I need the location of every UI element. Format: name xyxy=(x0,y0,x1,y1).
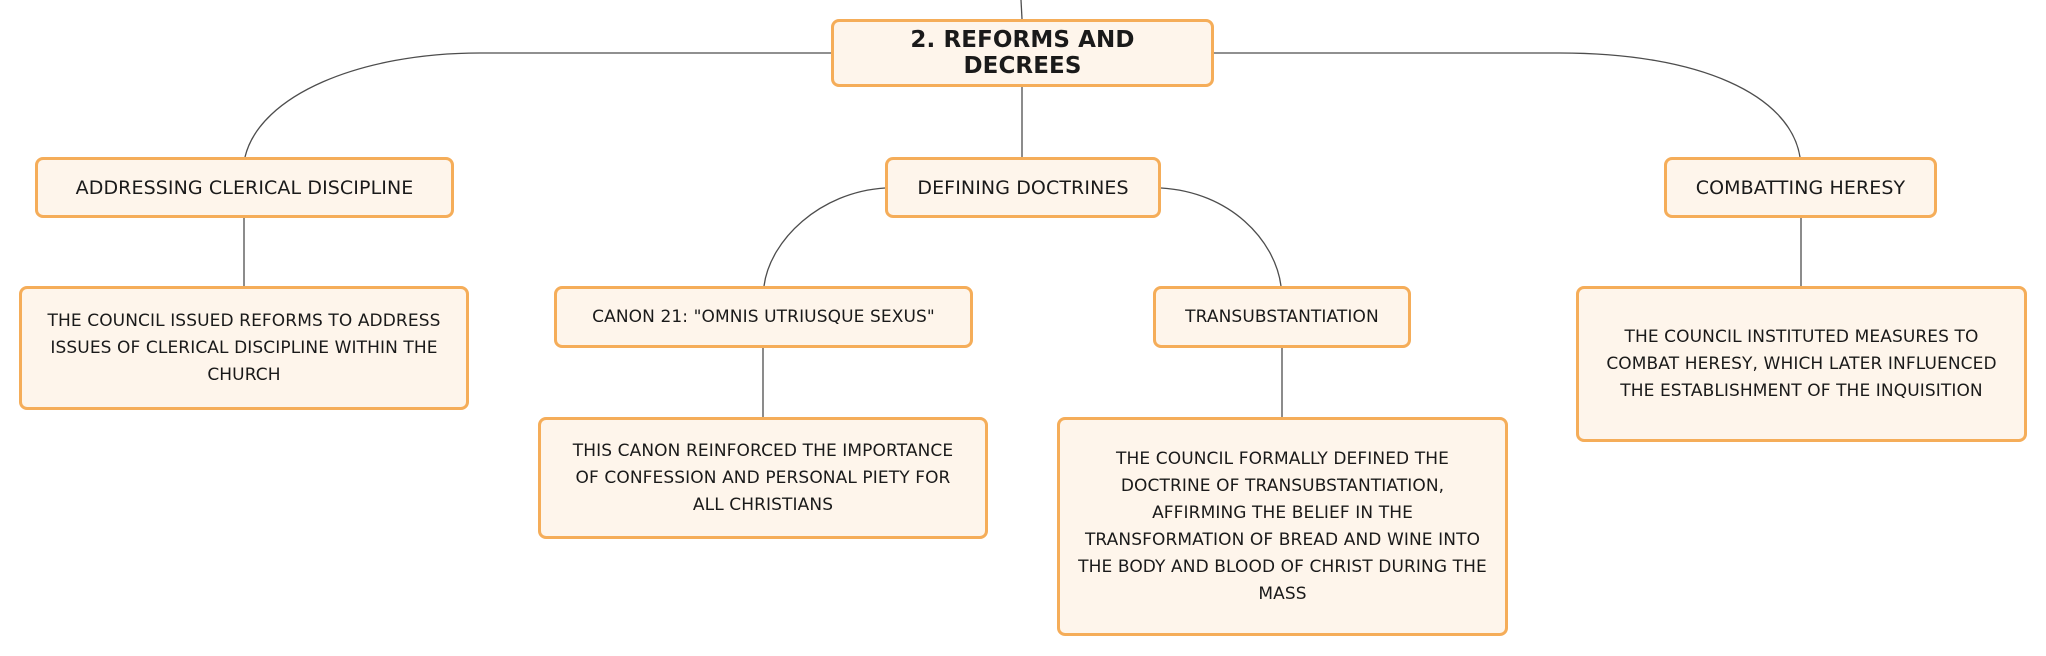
connector-parent-to-root xyxy=(1020,0,1023,20)
topic-label: ADDRESSING CLERICAL DISCIPLINE xyxy=(75,176,414,199)
detail-text: THE COUNCIL FORMALLY DEFINED THE DOCTRIN… xyxy=(1078,448,1487,604)
subtopic-label: TRANSUBSTANTIATION xyxy=(1185,307,1379,327)
topic-label: DEFINING DOCTRINES xyxy=(917,176,1129,199)
connector-doctrines-to-canon xyxy=(763,187,886,287)
detail-node-transubstantiation[interactable]: THE COUNCIL FORMALLY DEFINED THE DOCTRIN… xyxy=(1057,417,1508,636)
topic-node-combatting-heresy[interactable]: COMBATTING HERESY xyxy=(1664,157,1937,218)
detail-text: THE COUNCIL ISSUED REFORMS TO ADDRESS IS… xyxy=(47,310,441,385)
detail-node-combatting-heresy[interactable]: THE COUNCIL INSTITUTED MEASURES TO COMBA… xyxy=(1576,286,2027,442)
root-topic-label: 2. REFORMS AND DECREES xyxy=(910,27,1135,79)
connector-root-to-clerical xyxy=(244,52,831,158)
topic-node-defining-doctrines[interactable]: DEFINING DOCTRINES xyxy=(885,157,1161,218)
connector-doctrines-to-transub xyxy=(1160,187,1282,287)
detail-node-clerical-discipline[interactable]: THE COUNCIL ISSUED REFORMS TO ADDRESS IS… xyxy=(19,286,469,410)
subtopic-node-transubstantiation[interactable]: TRANSUBSTANTIATION xyxy=(1153,286,1411,348)
connector-root-to-heresy xyxy=(1214,52,1801,158)
detail-text: THE COUNCIL INSTITUTED MEASURES TO COMBA… xyxy=(1606,326,1997,401)
detail-text: THIS CANON REINFORCED THE IMPORTANCE OF … xyxy=(572,440,954,515)
subtopic-label: CANON 21: "OMNIS UTRIUSQUE SEXUS" xyxy=(592,307,935,327)
root-topic-node[interactable]: 2. REFORMS AND DECREES xyxy=(831,19,1214,87)
topic-label: COMBATTING HERESY xyxy=(1695,176,1906,199)
subtopic-node-canon-21[interactable]: CANON 21: "OMNIS UTRIUSQUE SEXUS" xyxy=(554,286,973,348)
detail-node-canon-21[interactable]: THIS CANON REINFORCED THE IMPORTANCE OF … xyxy=(538,417,988,539)
topic-node-clerical-discipline[interactable]: ADDRESSING CLERICAL DISCIPLINE xyxy=(35,157,454,218)
